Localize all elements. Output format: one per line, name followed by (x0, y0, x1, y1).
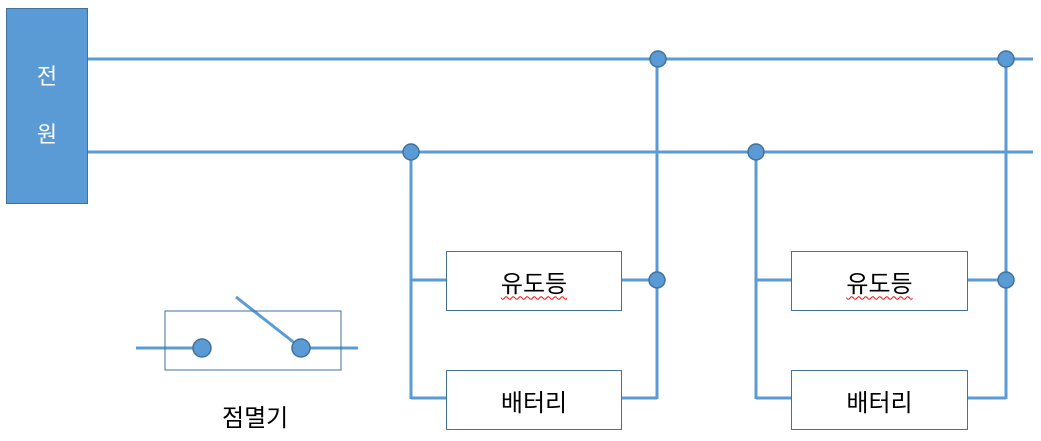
junction-node (747, 143, 765, 161)
switch-contact-node (192, 338, 212, 358)
unit1-battery-box: 배터리 (446, 370, 622, 430)
junction-node (649, 50, 667, 68)
unit2-exit-light-label: 유도등 (846, 269, 913, 298)
unit2-battery-label: 배터리 (846, 388, 913, 417)
junction-node (997, 271, 1015, 289)
switch-contact-node (291, 338, 311, 358)
power-source-label-2: 원 (36, 123, 58, 148)
junction-node (648, 271, 666, 289)
switch-caption: 점멸기 (222, 404, 289, 432)
junction-node (402, 143, 420, 161)
unit1-exit-light-box: 유도등 (446, 251, 622, 311)
junction-nodes (192, 50, 1015, 358)
unit2-battery-box: 배터리 (791, 370, 968, 430)
unit2-exit-light-box: 유도등 (791, 251, 968, 311)
switch-box (164, 310, 342, 371)
power-source-block (6, 8, 88, 204)
junction-node (997, 50, 1015, 68)
power-source-label-1: 전 (36, 65, 58, 90)
wires (88, 57, 1033, 400)
unit1-battery-label: 배터리 (500, 388, 568, 417)
switch-lever (235, 295, 302, 350)
unit1-exit-light-label: 유도등 (500, 269, 568, 298)
